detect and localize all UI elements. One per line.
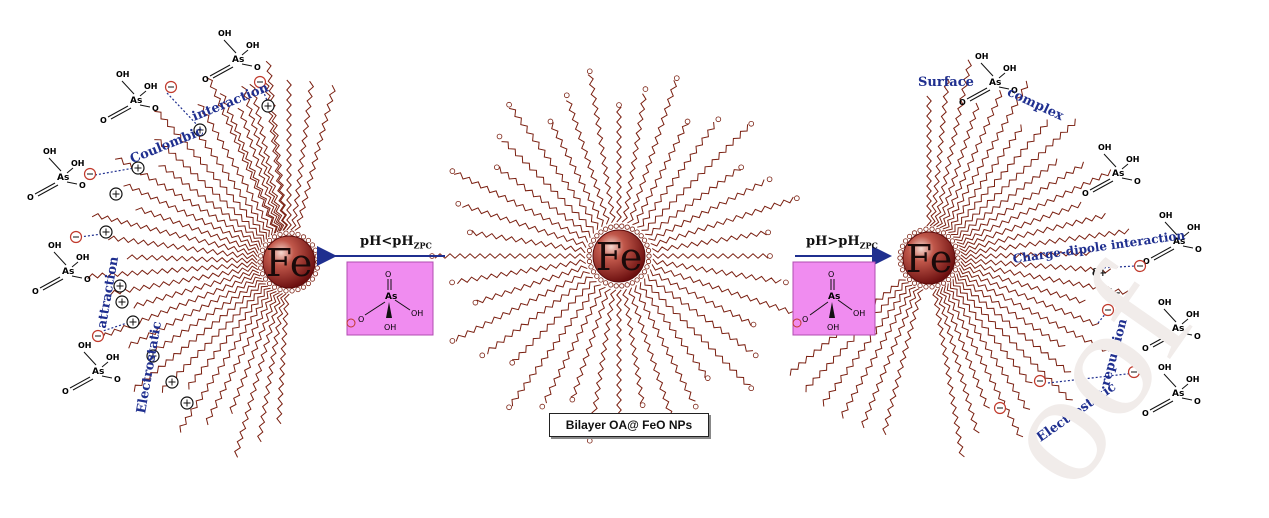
- svg-text:O: O: [1142, 344, 1149, 353]
- svg-text:O: O: [1082, 189, 1089, 198]
- svg-text:OH: OH: [1098, 143, 1112, 152]
- svg-text:O: O: [1134, 177, 1141, 186]
- svg-text:OH: OH: [43, 147, 57, 156]
- svg-text:As: As: [989, 78, 1001, 88]
- svg-text:OH: OH: [71, 159, 85, 168]
- svg-text:O: O: [385, 270, 391, 279]
- svg-text:O: O: [1194, 332, 1201, 341]
- svg-text:As: As: [828, 292, 840, 302]
- arsenate-box-right: As O O OH OH: [792, 261, 876, 336]
- svg-text:OH: OH: [853, 309, 865, 318]
- svg-text:O: O: [79, 181, 86, 190]
- svg-text:O: O: [84, 275, 91, 284]
- svg-text:As: As: [385, 292, 397, 302]
- svg-text:As: As: [1172, 324, 1184, 334]
- svg-text:OH: OH: [411, 309, 423, 318]
- diagram-canvas: Fe Fe Fe As O O OH OH As O O OH OH: [27, 29, 1202, 458]
- svg-text:OH: OH: [1159, 211, 1173, 220]
- svg-text:O: O: [100, 116, 107, 125]
- svg-text:OH: OH: [48, 241, 62, 250]
- fe-core-center: Fe: [592, 229, 646, 283]
- svg-text:As: As: [57, 173, 69, 183]
- svg-text:OH: OH: [1186, 310, 1200, 319]
- arsenate-box-left: As O O OH OH: [346, 261, 434, 336]
- svg-text:As: As: [1172, 389, 1184, 399]
- delta-minus: δ−: [1106, 288, 1122, 299]
- svg-text:As: As: [92, 367, 104, 377]
- svg-text:OH: OH: [1186, 375, 1200, 384]
- svg-text:O: O: [358, 315, 364, 324]
- condition-label-right: pH>pHZPC: [806, 234, 878, 251]
- svg-text:As: As: [130, 96, 142, 106]
- svg-text:Fe: Fe: [596, 235, 643, 279]
- svg-text:O: O: [27, 193, 34, 202]
- svg-text:OH: OH: [827, 323, 839, 332]
- svg-text:OH: OH: [1187, 223, 1201, 232]
- svg-text:O: O: [1143, 257, 1150, 266]
- svg-text:O: O: [32, 287, 39, 296]
- svg-text:OH: OH: [1126, 155, 1140, 164]
- fe-core-right: Fe: [902, 231, 956, 285]
- oleic-acid-chains-right: [789, 59, 1130, 458]
- svg-text:OH: OH: [384, 323, 396, 332]
- svg-text:O: O: [202, 75, 209, 84]
- svg-text:OH: OH: [78, 341, 92, 350]
- svg-text:O: O: [1194, 397, 1201, 406]
- charge-symbols: [69, 75, 1147, 415]
- svg-text:O: O: [254, 63, 261, 72]
- svg-text:OH: OH: [116, 70, 130, 79]
- delta-plus: δ+: [1092, 268, 1108, 279]
- svg-text:Fe: Fe: [266, 241, 313, 285]
- fe-core-left: Fe: [262, 235, 316, 289]
- nanoparticle-label: Bilayer OA@ FeO NPs: [549, 413, 709, 437]
- svg-text:OH: OH: [246, 41, 260, 50]
- svg-text:OH: OH: [218, 29, 232, 38]
- svg-text:OH: OH: [106, 353, 120, 362]
- svg-text:OH: OH: [1003, 64, 1017, 73]
- svg-text:O: O: [1195, 245, 1202, 254]
- svg-text:O: O: [62, 387, 69, 396]
- svg-text:As: As: [1112, 169, 1124, 179]
- svg-text:Fe: Fe: [906, 237, 953, 281]
- svg-text:OH: OH: [144, 82, 158, 91]
- svg-text:OH: OH: [1158, 363, 1172, 372]
- svg-text:As: As: [232, 55, 244, 65]
- svg-text:O: O: [152, 104, 159, 113]
- svg-text:O: O: [1142, 409, 1149, 418]
- svg-text:O: O: [959, 98, 966, 107]
- svg-text:OH: OH: [1158, 298, 1172, 307]
- svg-text:OH: OH: [975, 52, 989, 61]
- svg-text:O: O: [828, 270, 834, 279]
- condition-label-left: pH<pHZPC: [360, 234, 432, 251]
- svg-text:As: As: [1173, 237, 1185, 247]
- surface-label: Surface: [918, 75, 974, 90]
- svg-text:O: O: [114, 375, 121, 384]
- svg-text:O: O: [802, 315, 808, 324]
- svg-text:OH: OH: [76, 253, 90, 262]
- oleic-acid-chains-center: [429, 68, 800, 444]
- svg-text:O: O: [1011, 86, 1018, 95]
- svg-text:As: As: [62, 267, 74, 277]
